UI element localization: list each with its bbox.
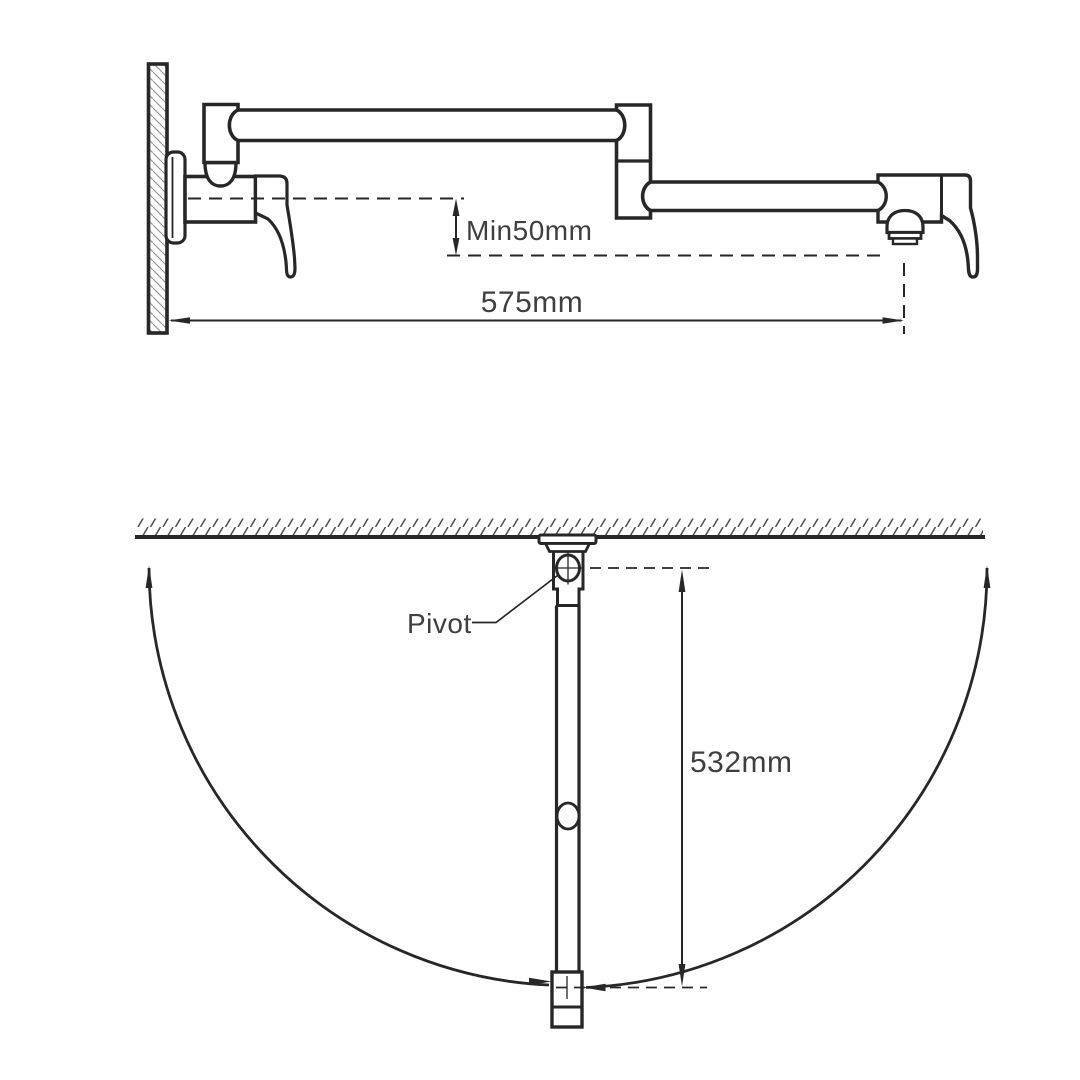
side-view: Min50mm 575mm: [146, 62, 980, 335]
arm-mid-joint: [555, 801, 581, 831]
pivot-clevis-bracket: [552, 551, 585, 607]
valve-swivel-ball: [203, 160, 238, 188]
pivot-label: Pivot: [407, 608, 472, 639]
pivot-leader-line: [472, 574, 559, 624]
spout-head: [876, 173, 980, 279]
swing-radius-label: 532mm: [690, 746, 793, 779]
valve-handle-lever: [253, 174, 297, 279]
dimension-min-clearance: Min50mm: [452, 198, 592, 256]
dimension-swing-radius: 532mm: [678, 569, 793, 987]
swing-arc-left: [147, 567, 550, 987]
wall-section: [146, 62, 169, 335]
pivot-callout: Pivot: [407, 574, 559, 639]
dimension-reach: 575mm: [168, 286, 904, 324]
escutcheon-flange: [164, 150, 187, 245]
arc-arrow-into-spout-left: [529, 977, 552, 986]
wall-hatch-band: [137, 518, 983, 536]
mounting-flange-taper: [543, 542, 592, 553]
spout-nozzle-dome: [885, 208, 925, 235]
wall-joint-block: [202, 102, 240, 165]
spout-aerator: [891, 237, 919, 246]
min-clearance-label: Min50mm: [466, 215, 592, 246]
reach-label: 575mm: [481, 286, 584, 319]
plan-view: 532mm Pivot: [135, 518, 991, 1029]
arc-arrow-left-up: [145, 565, 153, 588]
arc-arrow-right-up: [983, 565, 991, 588]
